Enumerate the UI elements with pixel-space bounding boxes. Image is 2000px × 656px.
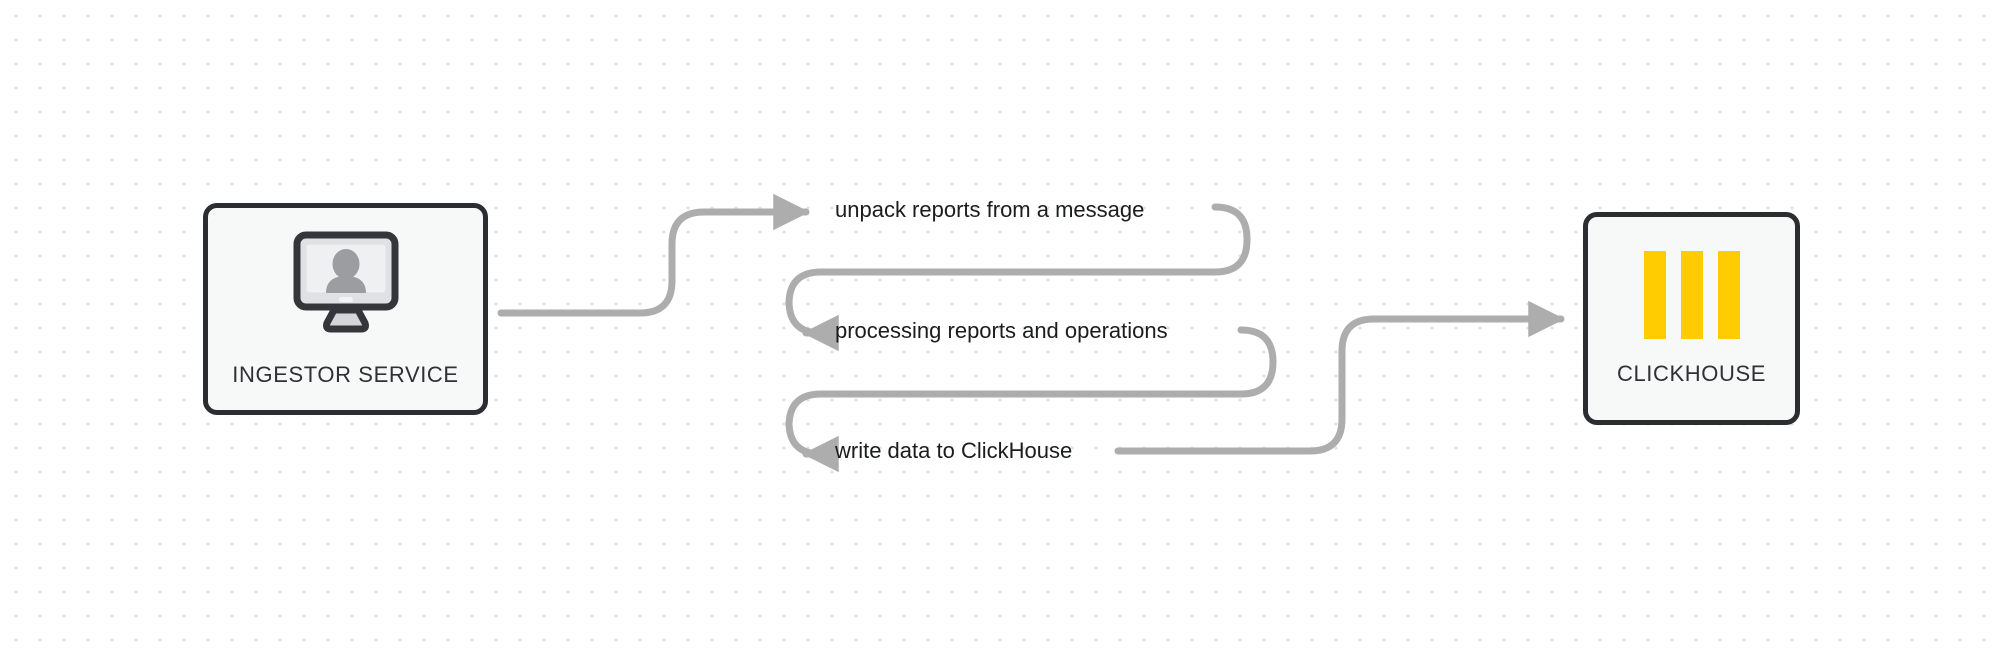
edge-label-processing: processing reports and operations (835, 318, 1168, 343)
edge-unpack-to-processing (785, 203, 1251, 352)
monitor-user-icon (292, 231, 400, 340)
node-clickhouse-label: CLICKHOUSE (1616, 360, 1767, 386)
clickhouse-bar (1717, 250, 1740, 339)
edge-label-write: write data to ClickHouse (835, 438, 1073, 463)
clickhouse-logo-icon (1643, 250, 1740, 339)
node-ingestor-label: INGESTOR SERVICE (232, 361, 459, 387)
edge-ingestor-to-unpack (497, 193, 810, 317)
node-ingestor-service[interactable]: INGESTOR SERVICE (203, 203, 488, 415)
edge-label-unpack: unpack reports from a message (835, 197, 1145, 222)
clickhouse-bar (1680, 250, 1703, 339)
edge-write-to-clickhouse (1114, 300, 1565, 455)
clickhouse-bar (1643, 250, 1666, 339)
edge-processing-to-write (785, 326, 1277, 473)
node-clickhouse[interactable]: CLICKHOUSE (1583, 212, 1800, 425)
